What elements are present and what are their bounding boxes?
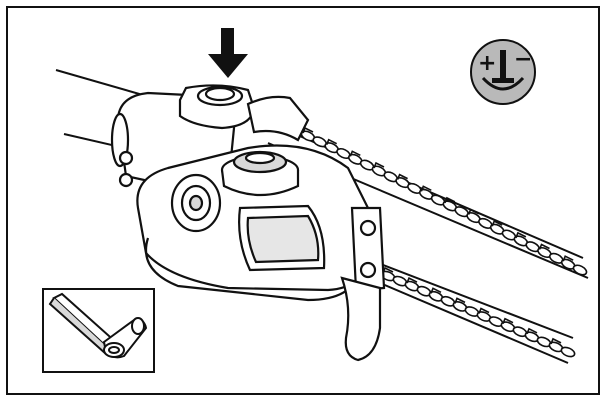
chain-link-tooth [562,255,574,262]
down-arrow-icon [208,28,248,78]
chain-link-tooth [526,327,538,335]
plus-sign: + [478,51,496,76]
chain-link-tooth [420,185,432,192]
chain-link-tooth [325,138,338,145]
chain-tension-adjust-icon: + − [470,39,536,105]
chain-link-tooth [502,317,514,324]
chain-link-tooth [478,307,490,314]
chain-link-tooth [430,287,442,294]
chain-link [560,346,576,358]
chain-link-tooth [467,208,479,215]
chain-link-tooth [406,276,418,284]
pole-saw-head-drawing: + − [55,28,589,364]
chain-link-tooth [538,243,550,250]
chain-link-tooth [515,231,527,239]
chain-link-tooth [373,161,385,169]
minus-sign: − [514,47,532,72]
chain-link-tooth [491,220,503,227]
combination-wrench-icon [48,292,148,359]
chain-link-tooth [444,196,456,204]
chain-link-tooth [349,150,361,157]
gear-head-housing [110,84,386,362]
guide-bar-lower [377,262,574,364]
chain-link-tooth [396,173,408,180]
chain-link-tooth [550,337,562,345]
chain-upper [300,126,588,276]
illustration-frame: + − [6,6,600,395]
tool-inset [42,288,155,373]
chain-lower [380,266,576,358]
chain-link-tooth [454,297,466,304]
chain-link [572,264,588,276]
